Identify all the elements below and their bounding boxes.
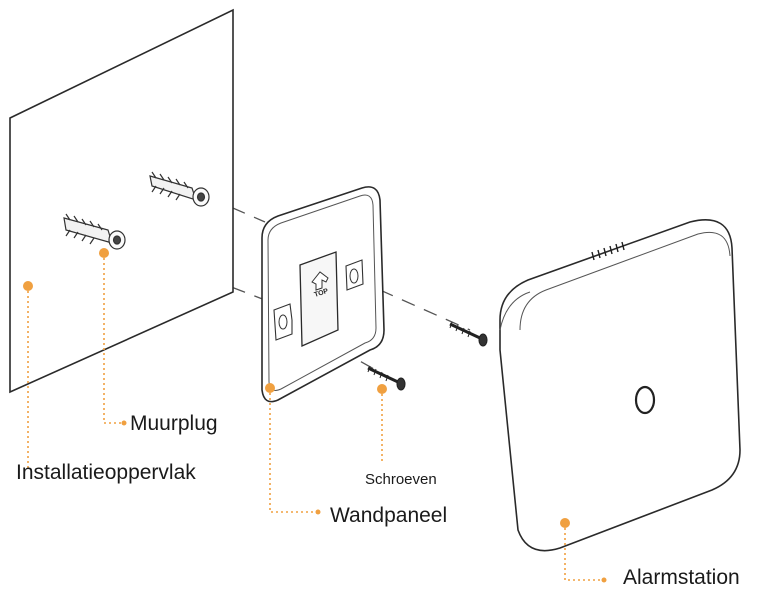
power-button-icon — [634, 385, 656, 415]
screw-lower — [367, 365, 406, 391]
callout-dot-schroeven — [377, 384, 387, 394]
label-schroeven: Schroeven — [365, 471, 437, 488]
alarm-station-device — [499, 219, 741, 552]
callout-dot-alarmstation — [560, 518, 570, 528]
wall-plug-lower — [63, 213, 126, 250]
label-muurplug: Muurplug — [130, 412, 218, 435]
screw-upper — [449, 321, 488, 347]
callout-dot-installatieoppervlak — [23, 281, 33, 291]
callout-dot-muurplug — [99, 248, 109, 258]
callout-dots — [23, 248, 607, 583]
callout-dot-wandpaneel — [265, 383, 275, 393]
installation-surface — [9, 8, 234, 394]
label-wandpaneel: Wandpaneel — [330, 504, 448, 527]
callout-leaders — [27, 253, 604, 581]
wall-panel — [261, 186, 385, 403]
label-installatieoppervlak: Installatieoppervlak — [16, 461, 196, 484]
wall-plug-upper — [149, 171, 210, 207]
top-marker: TOP — [313, 288, 329, 299]
label-alarmstation: Alarmstation — [623, 566, 740, 589]
